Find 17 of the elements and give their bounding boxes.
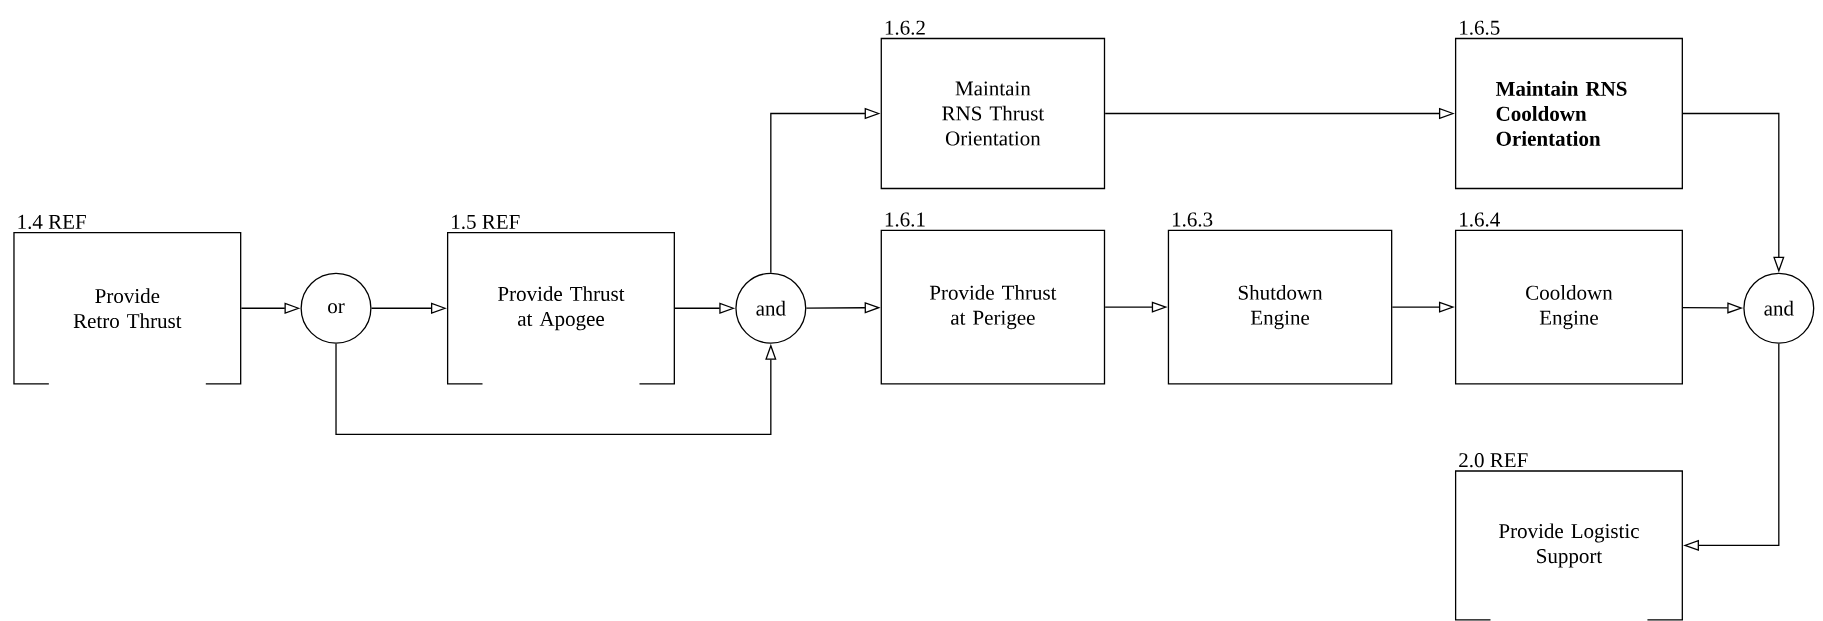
block-number: 1.6.4 xyxy=(1460,212,1500,227)
function-box: Shutdown Engine xyxy=(1167,229,1393,385)
block-number: 1.6.1 xyxy=(885,212,925,227)
function-box: Provide Thrust at Perigee xyxy=(880,229,1106,385)
function-box: Cooldown Engine xyxy=(1454,229,1683,385)
reference-box: Provide Logistic Support xyxy=(1454,470,1683,621)
function-box: Maintain RNS Cooldown Orientation xyxy=(1454,37,1683,190)
function-box: Maintain RNS Thrust Orientation xyxy=(880,37,1106,190)
block-number: 1.5 REF xyxy=(452,214,520,229)
reference-box: Provide Retro Thrust xyxy=(13,232,242,385)
arrow xyxy=(335,343,777,436)
block-number: 1.6.2 xyxy=(885,20,925,35)
block-number: 2.0 REF xyxy=(1459,453,1528,468)
reference-box: Provide Thrust at Apogee xyxy=(447,232,675,385)
block-number: 1.6.3 xyxy=(1172,212,1213,227)
block-number: 1.4 REF xyxy=(18,214,86,229)
block-number: 1.6.5 xyxy=(1460,20,1500,35)
